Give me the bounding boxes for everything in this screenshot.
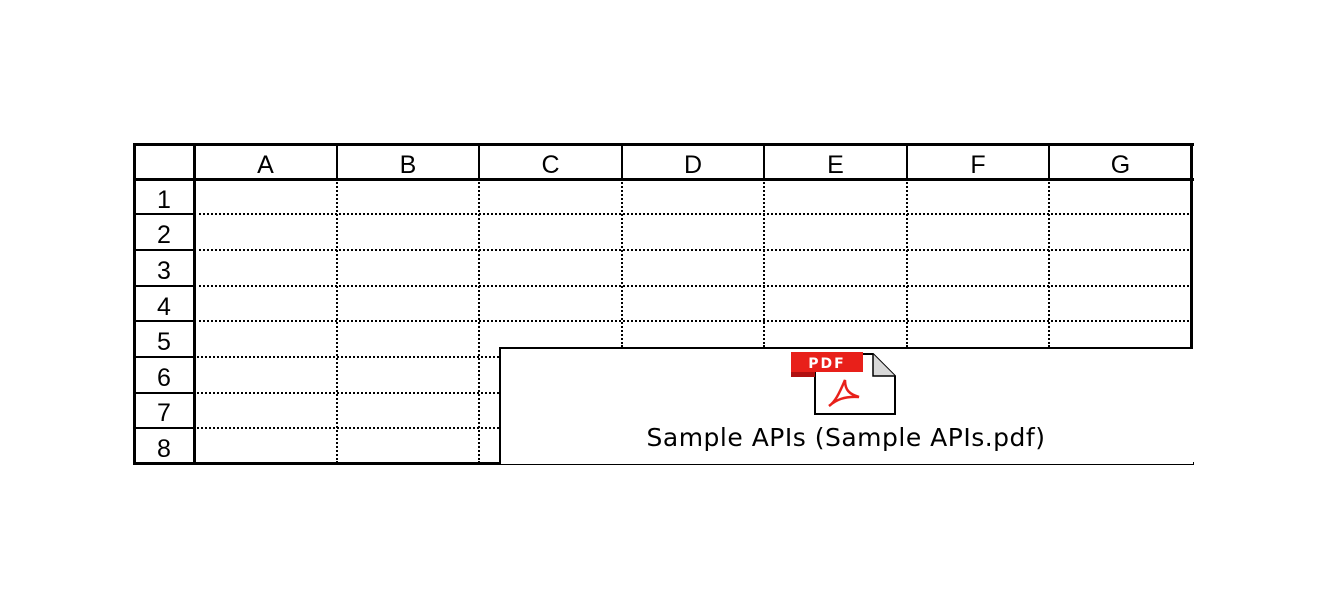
corner-cell[interactable]: [134, 144, 194, 179]
column-divider: [336, 179, 338, 463]
column-header-divider: [621, 144, 623, 179]
row-header-4[interactable]: 4: [157, 293, 171, 321]
grid-left-border: [133, 143, 136, 465]
column-divider: [1048, 179, 1050, 347]
row-header-divider: [133, 320, 194, 322]
pdf-badge-label: PDF: [808, 356, 845, 372]
embedded-object-caption: Sample APIs (Sample APIs.pdf): [646, 422, 1046, 452]
column-divider: [621, 179, 623, 347]
row-header-divider: [133, 285, 194, 287]
row-header-right-border: [193, 143, 196, 465]
column-header-divider: [906, 144, 908, 179]
row-divider: [194, 356, 499, 358]
column-divider: [763, 179, 765, 347]
column-header-c[interactable]: C: [541, 151, 560, 179]
row-header-divider: [133, 249, 194, 251]
column-header-g[interactable]: G: [1110, 151, 1131, 179]
row-divider: [194, 320, 1193, 322]
column-header-divider: [336, 144, 338, 179]
header-bottom-border: [133, 178, 1194, 181]
row-divider: [194, 427, 499, 429]
column-header-divider: [478, 144, 480, 179]
row-divider: [194, 392, 499, 394]
row-divider: [194, 213, 1193, 215]
column-divider: [478, 179, 480, 463]
row-header-6[interactable]: 6: [157, 364, 171, 392]
column-header-f[interactable]: F: [970, 151, 986, 179]
row-divider: [194, 249, 1193, 251]
row-header-7[interactable]: 7: [157, 399, 171, 427]
row-header-divider: [133, 392, 194, 394]
column-header-e[interactable]: E: [827, 151, 844, 179]
row-header-8[interactable]: 8: [157, 435, 171, 463]
column-header-a[interactable]: A: [257, 151, 274, 179]
grid-top-border: [133, 143, 1194, 146]
row-header-1[interactable]: 1: [157, 186, 171, 214]
row-header-divider: [133, 356, 194, 358]
row-header-3[interactable]: 3: [157, 257, 171, 285]
pdf-file-icon[interactable]: PDF: [789, 350, 897, 416]
grid-right-border: [1190, 143, 1193, 465]
row-header-2[interactable]: 2: [157, 221, 171, 249]
row-header-divider: [133, 427, 194, 429]
column-divider: [906, 179, 908, 347]
column-header-b[interactable]: B: [399, 151, 417, 179]
column-header-d[interactable]: D: [683, 151, 703, 179]
row-header-divider: [133, 213, 194, 215]
column-header-divider: [763, 144, 765, 179]
row-header-5[interactable]: 5: [157, 328, 171, 356]
row-divider: [194, 285, 1193, 287]
column-header-divider: [1048, 144, 1050, 179]
